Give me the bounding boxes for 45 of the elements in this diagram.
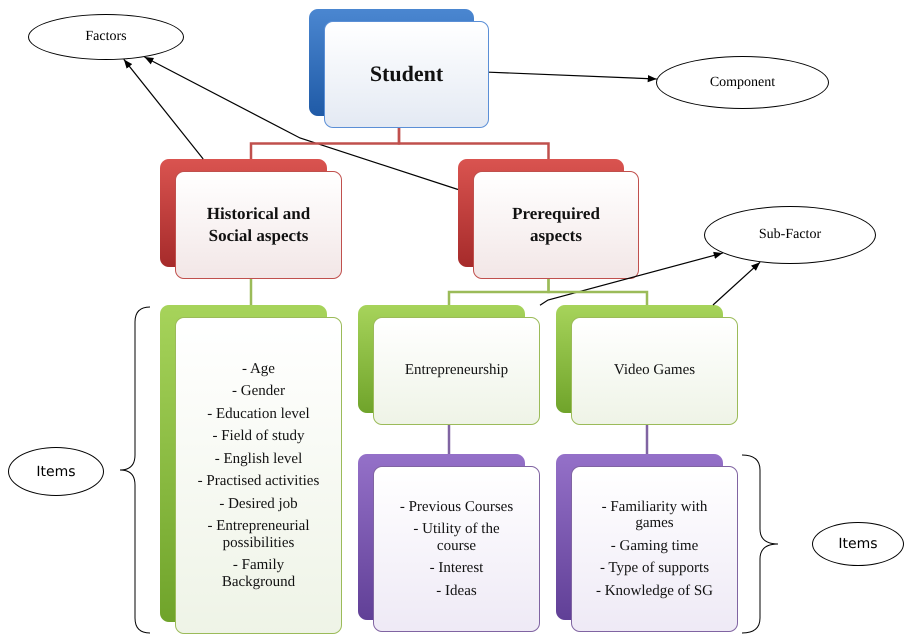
list-item: - Entrepreneurial possibilities xyxy=(206,518,311,552)
stacked-box xyxy=(160,305,342,634)
stacked-box xyxy=(358,305,540,425)
connector-line xyxy=(448,425,450,454)
list-item: - English level xyxy=(214,450,302,468)
stacked-box xyxy=(309,9,489,128)
list-item: - Interest xyxy=(430,560,484,577)
list-item: - Practised activities xyxy=(198,473,320,490)
arrow xyxy=(712,262,760,306)
oval-text: Factors xyxy=(85,29,127,45)
box-label: Historical and Social aspects xyxy=(206,202,312,247)
connector-line xyxy=(250,279,252,305)
list-item: - Gaming time xyxy=(610,538,698,554)
list-item: - Type of supports xyxy=(600,560,710,577)
stacked-box xyxy=(556,454,738,632)
box-label: Student xyxy=(370,60,444,88)
stacked-box xyxy=(556,305,738,425)
list-item: - Age xyxy=(242,360,275,378)
stacked-box xyxy=(458,159,639,279)
arrow xyxy=(540,252,723,306)
box-label: Entrepreneurship xyxy=(404,361,508,380)
connector-line xyxy=(646,425,648,454)
list-item: - Knowledge of SG xyxy=(596,582,714,600)
list-item: - Field of study xyxy=(212,428,305,445)
box-label: Prerequired aspects xyxy=(511,202,601,247)
list-item: - Education level xyxy=(207,406,310,422)
list-item: - Familiarity with games xyxy=(600,498,708,532)
list-item: - Utility of the course xyxy=(412,521,501,554)
connector-line xyxy=(398,128,550,159)
arrow xyxy=(123,59,204,160)
oval-text: Sub-Factor xyxy=(758,227,822,243)
box-label: Video Games xyxy=(614,361,696,380)
arrow xyxy=(488,72,657,82)
arrow xyxy=(144,56,458,190)
list-item: - Family Background xyxy=(220,557,296,590)
stacked-box xyxy=(358,454,540,632)
list-item: - Gender xyxy=(232,383,285,400)
list-item: - Ideas xyxy=(436,582,477,600)
oval-text: Component xyxy=(710,74,776,90)
stacked-box xyxy=(160,159,342,279)
list-item: - Previous Courses xyxy=(400,498,514,516)
oval-text: Items xyxy=(838,536,878,552)
list-item: - Desired job xyxy=(219,496,298,512)
connector-line xyxy=(547,279,648,305)
oval-text: Items xyxy=(36,464,76,480)
